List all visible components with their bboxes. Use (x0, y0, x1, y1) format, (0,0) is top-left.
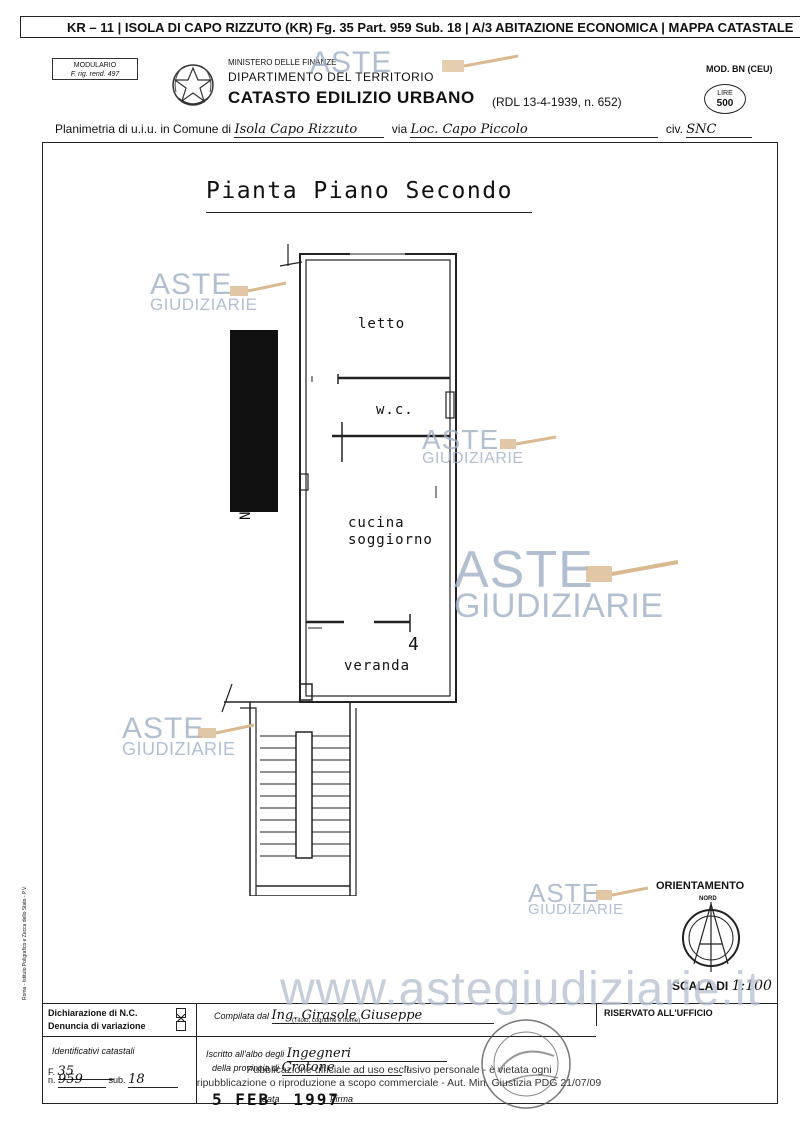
foglio-label: F. (48, 1067, 56, 1077)
room-veranda-label: veranda (344, 658, 411, 674)
denuncia-checkbox[interactable] (176, 1021, 186, 1031)
check-mark-icon (176, 1013, 186, 1023)
gavel-icon (198, 723, 255, 738)
particella-value: 959 (58, 1072, 107, 1088)
via-value: Loc. Capo Piccolo (410, 122, 659, 138)
particella-row: n. 959 sub. 18 (48, 1072, 179, 1088)
compass-icon (682, 902, 740, 972)
footer-hline-1 (42, 1036, 196, 1037)
modulario-ref: F. rig. rend. 497 (70, 71, 120, 78)
footer-divider-2 (596, 1004, 597, 1026)
site-watermark: www.astegiudiziarie.it (280, 963, 761, 1016)
aste-watermark-4: ASTE GIUDIZIARIE (122, 712, 236, 759)
official-seal-icon (481, 1019, 571, 1109)
compilata-label: Compilata dal (214, 1011, 270, 1021)
identificativi-label: Identificativi catastali (52, 1046, 135, 1056)
iscritto-label: Iscritto all'albo degli (206, 1049, 285, 1059)
provincia-label: della provincia di (212, 1063, 280, 1073)
scale-value: 1:100 (731, 978, 772, 994)
aste-watermark-5: ASTE GIUDIZIARIE (528, 878, 624, 919)
aste-watermark-top: ASTE (310, 46, 393, 79)
ministero-label: MINISTERO DELLE FINANZE (228, 58, 337, 67)
date-stamp: 5 FEB. 1997 (212, 1090, 340, 1109)
gavel-icon (596, 886, 649, 900)
plan-title-underline (206, 212, 532, 213)
disclaimer-text: Pubblicazione ufficiale ad uso esclusivo… (174, 1064, 624, 1090)
dichiarazione-checkbox[interactable] (176, 1008, 186, 1023)
room-letto-label: letto (358, 316, 406, 332)
side-label: Nitta (238, 477, 254, 520)
compilata-value: Ing. Girasole Giuseppe (271, 1008, 494, 1024)
footer-divider-1 (196, 1004, 197, 1104)
redaction-block (230, 330, 278, 512)
rdl-reference: (RDL 13-4-1939, n. 652) (492, 95, 622, 109)
gavel-icon (586, 560, 679, 582)
aste-watermark-3: ASTE GIUDIZIARIE (454, 541, 664, 626)
disclaimer-line-2: ripubblicazione o riproduzione a scopo c… (196, 1077, 602, 1089)
sub-value: 18 (128, 1072, 179, 1088)
via-label: via (391, 122, 408, 136)
gavel-icon (230, 281, 287, 296)
disclaimer-line-1: Pubblicazione ufficiale ad uso esclusivo… (246, 1064, 552, 1076)
compilata-sublabel: (Titolo, cognome e nome) (292, 1018, 361, 1024)
planimetria-prefix: Planimetria di u.i.u. in Comune di (55, 122, 232, 136)
compilata-row: Compilata dal Ing. Girasole Giuseppe (214, 1008, 494, 1024)
plan-title: Pianta Piano Secondo (206, 178, 513, 204)
planimetria-line: Planimetria di u.i.u. in Comune di Isola… (55, 122, 753, 138)
riservato-label: RISERVATO ALL'UFFICIO (604, 1008, 713, 1018)
floor-plan-drawing (221, 244, 457, 896)
iscritto-value: Ingegneri (286, 1046, 447, 1062)
aste-watermark-2: ASTE GIUDIZIARIE (422, 424, 524, 467)
provincia-row: della provincia di Crotone n. (212, 1060, 412, 1076)
gavel-icon (500, 435, 557, 449)
lire-stamp: LIRE 500 (704, 84, 746, 114)
gavel-icon (442, 54, 519, 72)
sub-label: sub. (108, 1075, 126, 1085)
drawing-sheet (42, 142, 778, 1004)
scale-prefix: SCALA DI (672, 979, 729, 993)
republic-emblem-icon (172, 64, 214, 106)
denuncia-label: Denuncia di variazione (48, 1021, 146, 1031)
foglio-value: 35 (57, 1064, 114, 1080)
footer-box (42, 1004, 778, 1104)
civ-value: SNC (686, 122, 753, 138)
civ-label: civ. (665, 122, 683, 136)
catasto-title: CATASTO EDILIZIO URBANO (228, 88, 475, 107)
modulario-label: MODULARIO (73, 62, 117, 69)
scale-label: SCALA DI 1:100 (672, 978, 772, 994)
iscritto-row: Iscritto all'albo degli Ingegneri (206, 1046, 447, 1062)
foglio-row: F. 35 (48, 1064, 114, 1080)
north-label: NORD (699, 896, 717, 902)
footer-hline-2 (196, 1036, 596, 1037)
height-mark: 4 (408, 634, 420, 655)
dipartimento-label: DIPARTIMENTO DEL TERRITORIO (228, 70, 434, 84)
aste-watermark-1: ASTE GIUDIZIARIE (150, 268, 258, 314)
dichiarazione-label: Dichiarazione di N.C. (48, 1008, 138, 1018)
room-soggiorno-label: soggiorno (348, 532, 433, 548)
modulario-box: MODULARIO F. rig. rend. 497 (52, 58, 138, 80)
printer-note: Roma - Istituto Poligrafico e Zecca dell… (22, 885, 28, 1000)
document-header-bar: KR – 11 | ISOLA DI CAPO RIZZUTO (KR) Fg.… (20, 16, 800, 38)
provincia-value: Crotone (281, 1060, 402, 1076)
comune-value: Isola Capo Rizzuto (234, 122, 385, 138)
provincia-n-label: n. (404, 1063, 412, 1073)
mod-bn-label: MOD. BN (CEU) (706, 64, 773, 74)
room-cucina-label: cucina (348, 515, 405, 531)
lire-value: 500 (716, 98, 734, 109)
data-label: data (262, 1094, 280, 1104)
room-wc-label: w.c. (376, 402, 414, 418)
particella-label: n. (48, 1075, 56, 1085)
orientation-label: ORIENTAMENTO (656, 880, 745, 892)
firma-label: Firma (330, 1094, 353, 1104)
lire-label: LIRE (717, 90, 733, 97)
